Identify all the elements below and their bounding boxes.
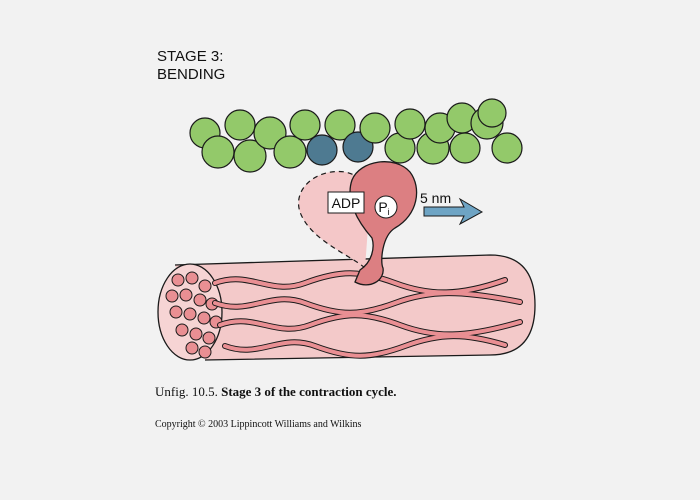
stage-name: BENDING: [157, 66, 226, 83]
actin-filament: [189, 98, 523, 173]
direction-arrow-icon: [423, 197, 484, 226]
myosin-head: [349, 161, 418, 286]
phosphate-label: Pi: [378, 199, 389, 217]
adp-box: [327, 191, 365, 214]
caption-title: Stage 3 of the contraction cycle.: [221, 384, 397, 399]
adp-label: ADP: [332, 195, 361, 211]
stage-label: STAGE 3:: [157, 48, 224, 65]
copyright-notice: Copyright © 2003 Lippincott Williams and…: [155, 419, 362, 430]
phosphate-circle: [374, 195, 398, 219]
caption-prefix: Unfig. 10.5.: [155, 384, 218, 399]
distance-label: 5 nm: [420, 190, 451, 206]
thick-filament: [157, 254, 536, 361]
figure-caption: Unfig. 10.5. Stage 3 of the contraction …: [155, 384, 397, 400]
stage-title: STAGE 3: BENDING: [157, 48, 225, 84]
